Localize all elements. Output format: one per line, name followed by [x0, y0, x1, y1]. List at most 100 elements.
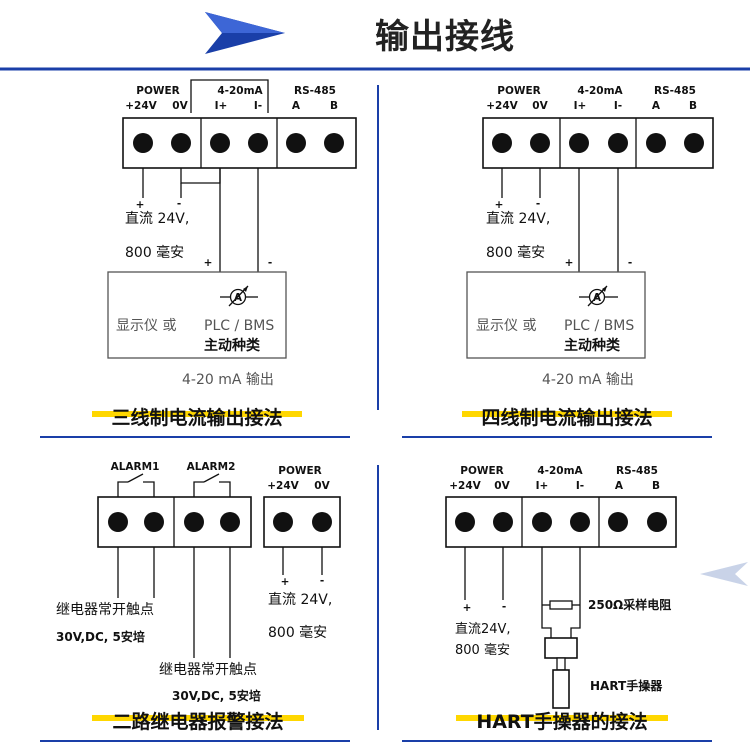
alarm2-label: ALARM2: [187, 461, 236, 473]
supply-voltage-label: 直流24V,: [455, 622, 511, 637]
caption-underline: [92, 715, 304, 721]
terminal-label-i-minus: I-: [576, 480, 584, 492]
panel-relay-alarm: ALARM1 ALARM2 POWER +24V 0V 继电器常开触点 30V,…: [56, 461, 341, 733]
relay-rating-label: 30V,DC, 5安培: [56, 629, 145, 644]
svg-text:主动种类: 主动种类: [564, 337, 621, 354]
panel-caption: 四线制电流输出接法: [481, 406, 652, 429]
power-label: POWER: [497, 85, 540, 97]
power-label: POWER: [136, 85, 179, 97]
svg-text:A: A: [593, 292, 602, 304]
supply-voltage-label: 直流 24V,: [268, 591, 332, 608]
receiver-box: [466, 271, 646, 359]
terminal-screw: [108, 512, 128, 532]
panel-caption: HART手操器的接法: [476, 710, 647, 733]
caption-underline: [462, 411, 672, 417]
relay-rating-label: 30V,DC, 5安培: [172, 688, 261, 703]
resistor-label: 250Ω采样电阻: [588, 597, 671, 612]
terminal-label-i-plus: I+: [215, 100, 228, 112]
arrow-left-icon: [700, 562, 748, 586]
page-title: 输出接线: [375, 17, 515, 57]
svg-text:+: +: [136, 199, 145, 211]
terminal-screw: [312, 512, 332, 532]
receiver-box: [107, 271, 287, 359]
terminal-screw: [570, 512, 590, 532]
caption-underline: [92, 411, 302, 417]
terminal-label-24v: +24V: [449, 480, 481, 492]
terminal-label-b: B: [330, 100, 338, 112]
svg-text:-: -: [502, 601, 506, 613]
panel-caption: 三线制电流输出接法: [111, 406, 282, 429]
terminal-screw: [684, 133, 704, 153]
terminal-block: [482, 117, 714, 169]
terminal-block: [445, 496, 677, 548]
svg-text:主动种类: 主动种类: [204, 337, 261, 354]
terminal-screw: [608, 512, 628, 532]
terminal-label-b: B: [689, 100, 697, 112]
output-label: 4-20 mA 输出: [182, 372, 274, 388]
terminal-screw: [324, 133, 344, 153]
terminal-label-24v: +24V: [125, 100, 157, 112]
output-label: 4-20 mA 输出: [542, 372, 634, 388]
receiver-label: 显示仪 或: [476, 318, 536, 334]
terminal-screw: [184, 512, 204, 532]
supply-current-label: 800 毫安: [268, 624, 327, 641]
terminal-block: [122, 117, 357, 169]
current-loop-label: 4-20mA: [217, 85, 263, 97]
svg-text:+: +: [204, 257, 213, 269]
header: 输出接线: [0, 12, 750, 71]
panel-hart: POWER +24V 0V 4-20mA I+ I- RS-485 A B 25…: [445, 465, 748, 733]
terminal-screw: [569, 133, 589, 153]
terminal-screw: [530, 133, 550, 153]
current-loop-label: 4-20mA: [577, 85, 623, 97]
relay-contact-label: 继电器常开触点: [159, 662, 257, 678]
terminal-screw: [286, 133, 306, 153]
terminal-label-0v: 0V: [532, 100, 548, 112]
svg-text:-: -: [536, 198, 540, 210]
terminal-screw: [133, 133, 153, 153]
terminal-label-24v: +24V: [486, 100, 518, 112]
terminal-screw: [492, 133, 512, 153]
supply-current-label: 800 毫安: [125, 244, 184, 261]
supply-current-label: 800 毫安: [486, 244, 545, 261]
terminal-screw: [144, 512, 164, 532]
supply-current-label: 800 毫安: [455, 642, 510, 658]
svg-text:+: +: [281, 576, 290, 588]
supply-voltage-label: 直流 24V,: [486, 210, 550, 227]
rs485-label: RS-485: [294, 85, 336, 97]
terminal-label-i-minus: I-: [254, 100, 262, 112]
rs485-label: RS-485: [616, 465, 658, 477]
svg-text:PLC / BMS: PLC / BMS: [564, 318, 634, 334]
terminal-screw: [273, 512, 293, 532]
supply-voltage-label: 直流 24V,: [125, 210, 189, 227]
hart-device-icon: [552, 669, 570, 709]
receiver-label: 显示仪 或: [116, 318, 176, 334]
relay-contact-label: 继电器常开触点: [56, 602, 154, 618]
svg-text:-: -: [320, 575, 324, 587]
terminal-screw: [455, 512, 475, 532]
current-loop-label: 4-20mA: [537, 465, 583, 477]
terminal-label-0v: 0V: [494, 480, 510, 492]
terminal-label-24v: +24V: [267, 480, 299, 492]
hart-device-label: HART手操器: [590, 678, 663, 693]
panel-four-wire: POWER +24V 0V 4-20mA I+ I- RS-485 A B + …: [462, 85, 714, 429]
svg-text:+: +: [463, 602, 472, 614]
svg-text:-: -: [268, 257, 272, 269]
terminal-label-i-plus: I+: [536, 480, 549, 492]
svg-text:-: -: [628, 257, 632, 269]
terminal-label-a: A: [615, 480, 624, 492]
alarm1-label: ALARM1: [111, 461, 160, 473]
svg-text:PLC / BMS: PLC / BMS: [204, 318, 274, 334]
rs485-label: RS-485: [654, 85, 696, 97]
loop-bracket: [190, 79, 269, 113]
terminal-screw: [608, 133, 628, 153]
terminal-label-i-minus: I-: [614, 100, 622, 112]
terminal-screw: [532, 512, 552, 532]
panel-caption: 二路继电器报警接法: [112, 710, 283, 733]
terminal-screw: [220, 512, 240, 532]
svg-text:+: +: [495, 199, 504, 211]
terminal-screw: [493, 512, 513, 532]
terminal-label-0v: 0V: [314, 480, 330, 492]
caption-underline: [456, 715, 668, 721]
terminal-screw: [210, 133, 230, 153]
terminal-screw: [248, 133, 268, 153]
